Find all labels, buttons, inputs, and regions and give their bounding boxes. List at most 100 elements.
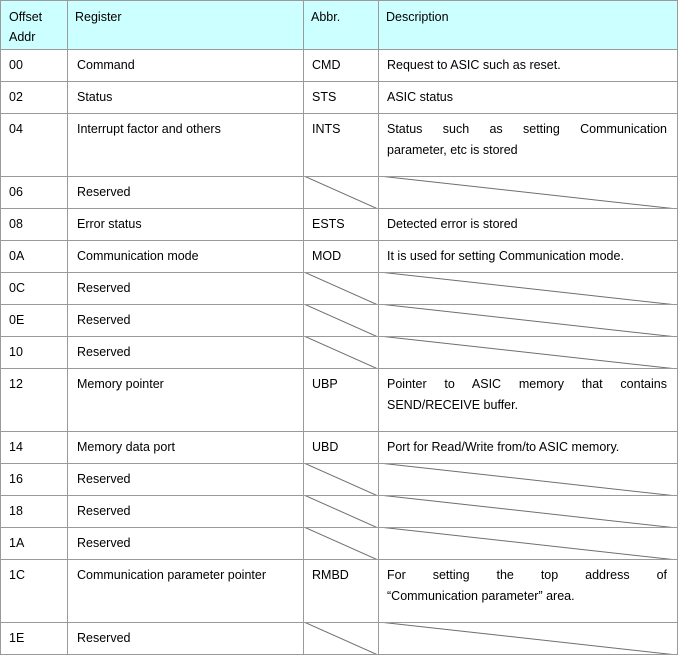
cell-description: ASIC status <box>378 81 678 114</box>
offset-addr-value: 18 <box>9 504 23 518</box>
cell-register-name: Reserved <box>67 495 304 528</box>
description-line: Detected error is stored <box>387 217 518 231</box>
abbr-value: CMD <box>312 58 341 72</box>
column-header-offset-addr: Offset Addr <box>0 0 68 50</box>
register-name-value: Reserved <box>77 281 131 295</box>
table-row: 12 Memory pointer UBP Pointer to ASIC memor… <box>0 368 678 432</box>
column-header-abbr-label: Abbr. <box>311 10 341 24</box>
cell-register-name: Reserved <box>67 463 304 496</box>
cell-abbr: INTS <box>303 113 379 177</box>
offset-addr-value: 16 <box>9 472 23 486</box>
register-name-value: Memory data port <box>77 440 175 454</box>
description-line: Status such as setting Communication <box>387 122 667 136</box>
abbr-value: INTS <box>312 122 341 136</box>
table-row: 18 Reserved <box>0 495 678 528</box>
cell-abbr: STS <box>303 81 379 114</box>
cell-abbr: UBD <box>303 431 379 464</box>
cell-abbr: ESTS <box>303 208 379 241</box>
cell-register-name: Interrupt factor and others <box>67 113 304 177</box>
cell-offset-addr: 08 <box>0 208 68 241</box>
table-row: 00 Command CMD Request to ASIC such as rese… <box>0 49 678 82</box>
cell-register-name: Memory pointer <box>67 368 304 432</box>
offset-addr-value: 1A <box>9 536 25 550</box>
cell-offset-addr: 10 <box>0 336 68 369</box>
cell-register-name: Communication mode <box>67 240 304 273</box>
offset-addr-value: 02 <box>9 90 23 104</box>
cell-description-empty-slash <box>378 176 678 209</box>
description-line: SEND/RECEIVE buffer. <box>387 398 519 412</box>
cell-register-name: Reserved <box>67 336 304 369</box>
abbr-value: ESTS <box>312 217 345 231</box>
cell-abbr-empty-slash <box>303 495 379 528</box>
register-name-value: Reserved <box>77 345 131 359</box>
cell-abbr-empty-slash <box>303 463 379 496</box>
table-row: 08 Error status ESTS Detected error is stor… <box>0 208 678 241</box>
cell-offset-addr: 06 <box>0 176 68 209</box>
cell-register-name: Error status <box>67 208 304 241</box>
cell-register-name: Communication parameter pointer <box>67 559 304 623</box>
cell-offset-addr: 1C <box>0 559 68 623</box>
offset-addr-value: 08 <box>9 217 23 231</box>
cell-description-empty-slash <box>378 463 678 496</box>
cell-abbr: UBP <box>303 368 379 432</box>
offset-addr-value: 10 <box>9 345 23 359</box>
offset-addr-value: 06 <box>9 185 23 199</box>
cell-description: It is used for setting Communication mod… <box>378 240 678 273</box>
table-header: Offset Addr Register Abbr. Descr <box>0 0 678 50</box>
offset-addr-value: 00 <box>9 58 23 72</box>
table-row: 04 Interrupt factor and others INTS Status … <box>0 113 678 177</box>
cell-offset-addr: 1A <box>0 527 68 560</box>
cell-description-empty-slash <box>378 495 678 528</box>
register-name-value: Memory pointer <box>77 377 164 391</box>
abbr-value: UBP <box>312 377 338 391</box>
cell-abbr-empty-slash <box>303 622 379 655</box>
abbr-value: MOD <box>312 249 342 263</box>
table-row: 16 Reserved <box>0 463 678 496</box>
cell-abbr: RMBD <box>303 559 379 623</box>
cell-offset-addr: 12 <box>0 368 68 432</box>
description-value: Port for Read/Write from/to ASIC memory. <box>379 432 677 463</box>
table-row: 0E Reserved <box>0 304 678 337</box>
register-name-value: Reserved <box>77 313 131 327</box>
cell-description-empty-slash <box>378 304 678 337</box>
description-line: It is used for setting Communication mod… <box>387 249 624 263</box>
cell-abbr-empty-slash <box>303 527 379 560</box>
register-name-value: Interrupt factor and others <box>77 122 221 136</box>
offset-addr-value: 1C <box>9 568 25 582</box>
table-body: 00 Command CMD Request to ASIC such as rese… <box>0 49 678 655</box>
cell-offset-addr: 04 <box>0 113 68 177</box>
column-header-register-label: Register <box>75 10 122 24</box>
register-name-value: Status <box>77 90 113 104</box>
cell-offset-addr: 02 <box>0 81 68 114</box>
cell-offset-addr: 14 <box>0 431 68 464</box>
description-value: It is used for setting Communication mod… <box>379 241 677 272</box>
column-header-offset-line2: Addr <box>9 30 36 44</box>
cell-offset-addr: 0E <box>0 304 68 337</box>
description-line: Port for Read/Write from/to ASIC memory. <box>387 440 620 454</box>
cell-offset-addr: 16 <box>0 463 68 496</box>
cell-description-empty-slash <box>378 272 678 305</box>
description-line: Request to ASIC such as reset. <box>387 58 561 72</box>
cell-abbr: CMD <box>303 49 379 82</box>
cell-register-name: Command <box>67 49 304 82</box>
offset-addr-value: 14 <box>9 440 23 454</box>
description-line: For setting the top address of <box>387 568 667 582</box>
register-name-value: Reserved <box>77 536 131 550</box>
cell-register-name: Reserved <box>67 304 304 337</box>
offset-addr-value: 04 <box>9 122 23 136</box>
cell-offset-addr: 00 <box>0 49 68 82</box>
abbr-value: UBD <box>312 440 339 454</box>
column-header-offset-line1: Offset <box>9 10 43 24</box>
cell-register-name: Status <box>67 81 304 114</box>
